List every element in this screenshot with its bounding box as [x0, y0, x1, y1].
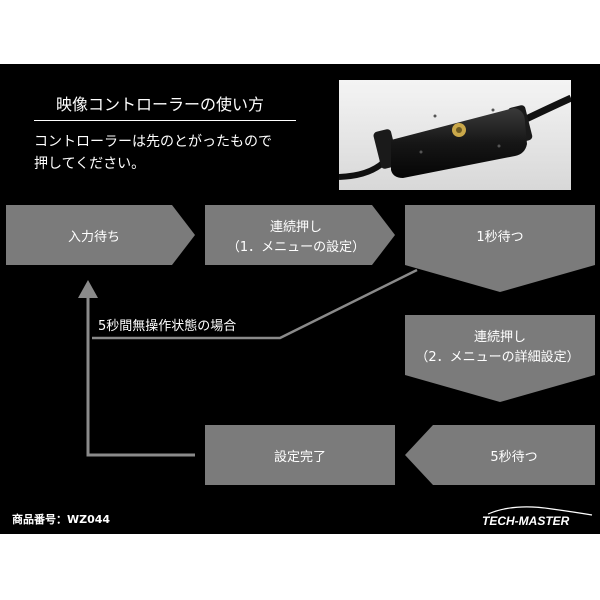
step-shape-wait-input — [6, 205, 195, 265]
step-label-wait-5s: 5秒待つ — [490, 450, 538, 465]
title-underline — [34, 86, 296, 121]
return-connector — [86, 292, 195, 457]
step-shape-menu-settings — [205, 205, 395, 265]
description-line-2: 押してください。 — [34, 156, 146, 172]
product-number: 商品番号：WZ044 — [12, 513, 111, 526]
description-line-1: コントローラーは先のとがったもので — [34, 134, 272, 150]
step-shape-complete — [205, 425, 395, 485]
step-shape-wait-5s — [405, 425, 595, 485]
step-label-wait-1s: 1秒待つ — [476, 230, 524, 245]
step-label-menu-detail-line-1: 連続押し — [473, 330, 526, 345]
timeout-connector — [92, 268, 418, 340]
step-shape-menu-detail — [405, 315, 595, 402]
step-shape-wait-1s — [405, 205, 595, 292]
timeout-note: 5秒間無操作状態の場合 — [98, 319, 237, 334]
step-label-menu-settings-line-2: （1．メニューの設定） — [226, 240, 366, 255]
step-label-menu-settings-line-1: 連続押し — [269, 220, 322, 235]
step-label-menu-detail-line-2: （2．メニューの詳細設定） — [415, 350, 580, 365]
return-arrowhead — [78, 280, 98, 298]
brand-logo: TECH-MASTER — [482, 506, 593, 528]
step-label-wait-input: 入力待ち — [67, 230, 120, 245]
diagram-title: 映像コントローラーの使い方 — [56, 95, 265, 114]
brand-text: TECH-MASTER — [482, 514, 570, 528]
step-label-complete: 設定完了 — [273, 450, 326, 465]
controller-photo — [339, 80, 571, 190]
